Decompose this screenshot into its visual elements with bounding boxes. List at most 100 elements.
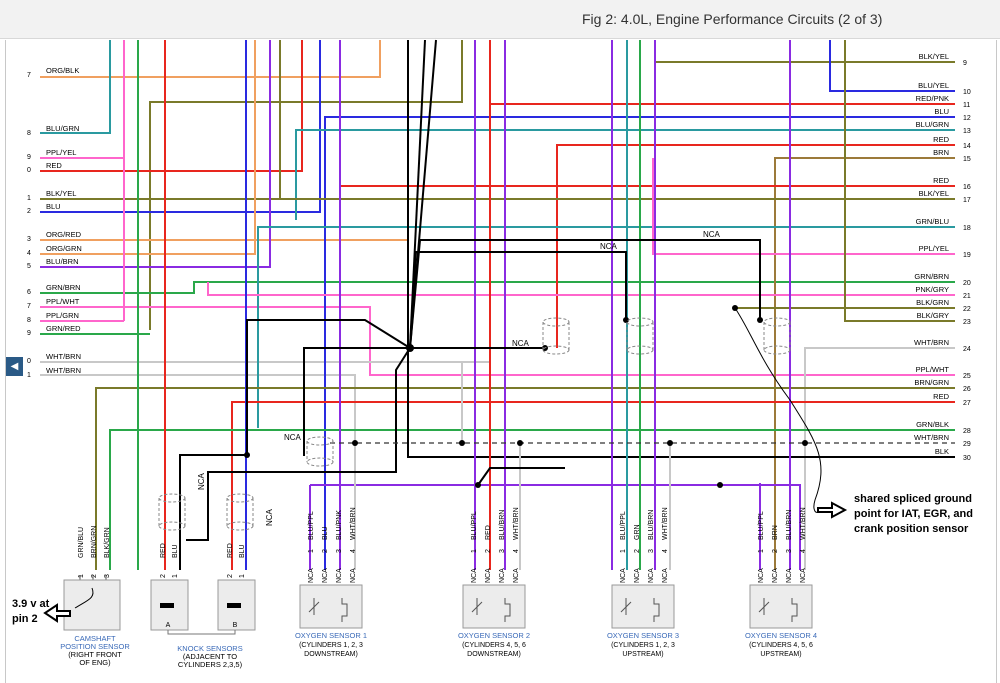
wire-blk-yel-r [654, 40, 955, 63]
o2-pin-number: 1 [758, 549, 765, 553]
shield-2 [626, 317, 654, 355]
o2-sensor-element-icon [471, 598, 483, 615]
page-title: Fig 2: 4.0L, Engine Performance Circuits… [582, 11, 883, 27]
camshaft-label-3: (RIGHT FRONT [68, 650, 122, 659]
right-pin-label: GRN/BLU [916, 217, 949, 226]
left-pin-number: 4 [27, 250, 31, 257]
right-pin-number: 9 [963, 60, 967, 67]
o2-pin-number: 3 [336, 549, 343, 553]
o2-plug-label: NCA [758, 568, 765, 583]
camshaft-sensor-body [63, 579, 121, 631]
o2-wire-label: WHT/BRN [662, 507, 669, 540]
wire-black-7 [303, 347, 410, 456]
wire-olive-top [149, 40, 463, 330]
o2-pin-number: 2 [322, 549, 329, 553]
o2-wire-label: BLU/PPL [620, 511, 627, 540]
o2-plug-label: NCA [322, 568, 329, 583]
knock-pin-number: 2 [227, 574, 234, 578]
o2-plug-label: NCA [662, 568, 669, 583]
right-pin-label: BLK/YEL [919, 52, 949, 61]
o2-pin-number: 2 [485, 549, 492, 553]
o2-wire-label: BLU/BRN [499, 510, 506, 540]
o2-wire-label: WHT/BRN [513, 507, 520, 540]
o2-sensor-detail: (CYLINDERS 4, 5, 6 [749, 642, 813, 649]
o2-sensor-name: OXYGEN SENSOR 1 [295, 631, 367, 640]
o2-pin-number: 4 [662, 549, 669, 553]
wire-blu-grn-r [295, 129, 955, 220]
shield-5 [158, 493, 186, 531]
right-pin-number: 25 [963, 373, 971, 380]
o2-plug-label: NCA [648, 568, 655, 583]
wire-brn-grn-r [95, 387, 955, 570]
left-pin-number: 7 [27, 303, 31, 310]
nca-label: NCA [512, 339, 530, 348]
right-pin-label: BLU [934, 107, 949, 116]
knock-pin-number: 1 [239, 574, 246, 578]
ground-note-2: point for IAT, EGR, and [854, 508, 973, 520]
left-pin-number: 0 [27, 358, 31, 365]
knock-bracket [167, 630, 236, 635]
splice-dot [406, 344, 414, 352]
right-pin-number: 16 [963, 184, 971, 191]
right-pin-number: 30 [963, 455, 971, 462]
o2-sensor-element-icon [758, 598, 770, 615]
left-pin-number: 3 [27, 236, 31, 243]
pointer-curve [74, 587, 94, 609]
o2-sensor-position: UPSTREAM) [622, 651, 663, 658]
splice-dot [757, 317, 763, 323]
o2-pin-number: 1 [308, 549, 315, 553]
o2-pin-number: 4 [800, 549, 807, 553]
left-pin-label: BLK/YEL [46, 189, 76, 198]
left-pin-label: PPL/GRN [46, 311, 79, 320]
left-pin-number: 8 [27, 130, 31, 137]
o2-plug-label: NCA [350, 568, 357, 583]
oxygen-sensor-3: BLU/PPL1NCAGRN2NCABLU/BRN3NCAWHT/BRN4NCA… [607, 507, 679, 658]
wire-blk-gry-r [844, 40, 955, 322]
o2-wire-label: WHT/BRN [800, 507, 807, 540]
chevron-left-icon[interactable]: ◀ [6, 357, 23, 376]
o2-plug-label: NCA [772, 568, 779, 583]
wire-black-10 [477, 467, 565, 486]
o2-wire-label: BLU/BRN [786, 510, 793, 540]
right-pin-label: PPL/YEL [919, 244, 949, 253]
camshaft-label-4: OF ENG) [79, 658, 111, 667]
o2-heater-icon [653, 598, 660, 622]
left-pin-label: WHT/BRN [46, 352, 81, 361]
o2-sensor-name: OXYGEN SENSOR 4 [745, 631, 817, 640]
knock-label-2: (ADJACENT TO [183, 652, 237, 661]
o2-pin-number: 1 [620, 549, 627, 553]
o2-wire-label: BLU/PPL [471, 511, 478, 540]
camshaft-label-2: POSITION SENSOR [60, 642, 130, 651]
ground-annotation: shared spliced ground point for IAT, EGR… [817, 493, 973, 535]
camshaft-pin-number: 2 [91, 574, 98, 578]
wire-grn-brn [40, 281, 955, 294]
right-pin-label: BRN/GRN [914, 378, 949, 387]
nca-label: NCA [284, 433, 302, 442]
oxygen-sensors: BLU/PPL1NCABLU2NCABLU/PNK3NCAWHT/BRN4NCA… [295, 507, 817, 658]
knock-name-a: A [166, 622, 171, 629]
oxygen-sensor-1: BLU/PPL1NCABLU2NCABLU/PNK3NCAWHT/BRN4NCA… [295, 507, 367, 658]
right-pin-number: 12 [963, 115, 971, 122]
oxygen-sensor-2: BLU/PPL1NCARED2NCABLU/BRN3NCAWHT/BRN4NCA… [458, 507, 530, 658]
wire-grn-blk-r [109, 429, 955, 570]
wire-blu-yel-r [829, 40, 955, 92]
right-pin-number: 20 [963, 280, 971, 287]
wire-pnk-gry-r [207, 282, 955, 296]
splice-dot [717, 482, 723, 488]
o2-sensor-element-icon [308, 598, 320, 615]
right-pin-label: WHT/BRN [914, 433, 949, 442]
o2-sensor-name: OXYGEN SENSOR 2 [458, 631, 530, 640]
left-pin-number: 5 [27, 263, 31, 270]
wire-black-9 [179, 454, 247, 570]
right-pin-number: 28 [963, 428, 971, 435]
right-pin-label: PPL/WHT [916, 365, 950, 374]
right-pin-number: 24 [963, 346, 971, 353]
camshaft-wire-label: BLK/GRN [104, 527, 111, 558]
knock-wire-label: RED [160, 543, 167, 558]
knock-element-icon [227, 603, 241, 608]
nca-label: NCA [703, 230, 721, 239]
wire-blu-brn [40, 40, 271, 268]
o2-plug-label: NCA [499, 568, 506, 583]
right-pin-number: 21 [963, 293, 971, 300]
voltage-annotation: 3.9 v at pin 2 [12, 587, 94, 625]
